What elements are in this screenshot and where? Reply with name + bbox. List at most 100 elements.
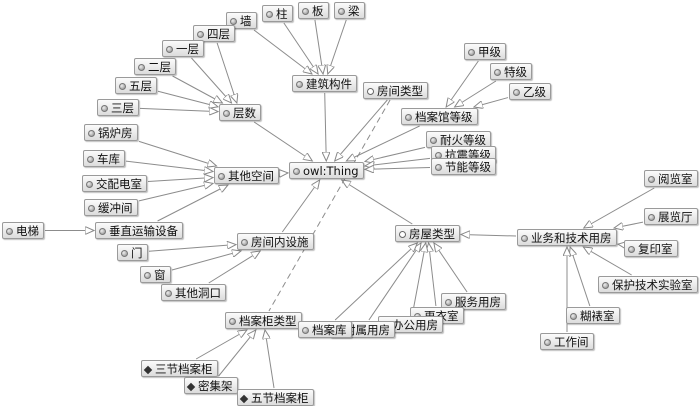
node-label: 柱	[276, 7, 288, 21]
node-fwlx[interactable]: 房屋类型	[395, 225, 460, 242]
node-zlt[interactable]: 展览厅	[644, 208, 698, 225]
node-cheku[interactable]: 车库	[83, 150, 125, 167]
node-liang[interactable]: 梁	[334, 2, 365, 19]
edge-cheku-qtkj	[125, 160, 213, 171]
node-label: 密集架	[198, 379, 233, 393]
node-label: 层数	[233, 106, 256, 120]
edge-nhdj-owl	[365, 146, 426, 161]
node-wjdag[interactable]: 五节档案柜	[237, 389, 314, 406]
class-icon	[430, 137, 437, 144]
class-icon	[521, 235, 528, 242]
node-dak[interactable]: 档案库	[298, 321, 352, 338]
class-icon	[544, 339, 551, 346]
class-icon	[570, 313, 577, 320]
class-icon	[302, 327, 309, 334]
node-owl[interactable]: owl:Thing	[289, 162, 364, 179]
node-sanc[interactable]: 三层	[97, 99, 139, 116]
node-gzj[interactable]: 工作间	[540, 333, 594, 350]
node-fwyf[interactable]: 服务用房	[441, 293, 506, 310]
node-jndj[interactable]: 节能等级	[431, 158, 496, 175]
node-label: owl:Thing	[303, 164, 359, 178]
node-jpds[interactable]: 交配电室	[82, 175, 147, 192]
class-icon	[230, 18, 237, 25]
class-icon	[88, 130, 95, 137]
node-label: 锅炉房	[98, 126, 133, 140]
node-ylsh[interactable]: 阅览室	[644, 170, 698, 187]
node-chuang[interactable]: 窗	[140, 266, 171, 283]
node-label: 业务和技术用房	[531, 231, 612, 245]
node-label: 建筑构件	[306, 77, 352, 91]
node-czys[interactable]: 垂直运输设备	[95, 222, 183, 239]
node-sjdag[interactable]: 三节档案柜	[141, 360, 218, 377]
class-icon	[101, 105, 108, 112]
node-label: 耐火等级	[440, 133, 486, 147]
edge-ylsh-ywjs	[584, 187, 655, 228]
edge-qtdk-fjns	[208, 251, 260, 284]
class-icon	[138, 64, 145, 71]
node-sic[interactable]: 四层	[193, 25, 235, 42]
node-mjj[interactable]: 密集架	[184, 377, 238, 394]
node-jzgj[interactable]: 建筑构件	[292, 75, 357, 92]
node-dagdj[interactable]: 档案馆等级	[401, 108, 478, 125]
node-nhdj[interactable]: 耐火等级	[426, 131, 491, 148]
node-label: 二层	[148, 60, 171, 74]
class-icon	[165, 290, 172, 297]
node-bhjs[interactable]: 保护技术实验室	[598, 276, 698, 293]
class-icon	[445, 299, 452, 306]
dashed-edge-fjlx-dajlx	[268, 99, 391, 312]
individual-icon	[239, 394, 249, 404]
edge-qiang-jzgj	[253, 29, 312, 74]
node-qiang[interactable]: 墙	[226, 12, 257, 29]
node-yiji[interactable]: 乙级	[509, 83, 551, 100]
node-label: 四层	[207, 27, 230, 41]
edge-qtkj-owl	[280, 173, 288, 174]
edge-sjdag-dajlx	[195, 330, 247, 360]
edge-czys-qtkj	[157, 185, 228, 222]
node-hcj[interactable]: 缓冲间	[84, 199, 138, 216]
edge-men-fjns	[148, 245, 236, 252]
node-glf[interactable]: 锅炉房	[84, 124, 138, 141]
node-fys[interactable]: 复印室	[624, 240, 678, 257]
node-dianti[interactable]: 电梯	[2, 222, 44, 239]
node-label: 窗	[154, 268, 166, 282]
node-ywjs[interactable]: 业务和技术用房	[517, 229, 617, 246]
class-icon	[86, 181, 93, 188]
edge-jndj-owl	[365, 167, 431, 169]
class-icon	[99, 228, 106, 235]
node-fjlx[interactable]: 房间类型	[363, 82, 428, 99]
node-ban[interactable]: 板	[298, 2, 329, 19]
edge-sanc-cs	[139, 108, 218, 111]
node-men[interactable]: 门	[117, 244, 148, 261]
node-dajlx[interactable]: 档案柜类型	[225, 312, 302, 329]
node-label: 节能等级	[445, 160, 491, 174]
edge-ban-jzgj	[314, 19, 323, 74]
class-icon	[166, 46, 173, 53]
node-fjns[interactable]: 房间内设施	[237, 233, 314, 250]
edge-hbs-ywjs	[570, 247, 591, 307]
edge-fwyf-fwlx	[434, 243, 468, 293]
node-teji[interactable]: 特级	[490, 63, 532, 80]
class-icon	[121, 250, 128, 257]
edge-zhu-jzgj	[283, 22, 318, 74]
node-erc[interactable]: 二层	[134, 58, 176, 75]
edge-erc-cs	[172, 75, 223, 103]
class-icon	[241, 239, 248, 246]
node-label: 五节档案柜	[251, 391, 309, 405]
node-label: 服务用房	[455, 295, 501, 309]
node-label: 特级	[504, 65, 527, 79]
node-label: 办公用房	[392, 318, 438, 332]
node-jiaji[interactable]: 甲级	[464, 43, 506, 60]
node-qtdk[interactable]: 其他洞口	[161, 284, 226, 301]
edge-bhjs-ywjs	[583, 247, 632, 276]
node-hbs[interactable]: 糊裱室	[566, 307, 620, 324]
class-icon	[293, 168, 300, 175]
node-wuc[interactable]: 五层	[115, 77, 157, 94]
node-yic[interactable]: 一层	[162, 40, 204, 57]
node-cs[interactable]: 层数	[219, 104, 261, 121]
node-label: 板	[312, 4, 324, 18]
node-label: 五层	[129, 79, 152, 93]
node-label: 交配电室	[96, 177, 142, 191]
node-zhu[interactable]: 柱	[262, 5, 293, 22]
node-qtkj[interactable]: 其他空间	[214, 167, 279, 184]
